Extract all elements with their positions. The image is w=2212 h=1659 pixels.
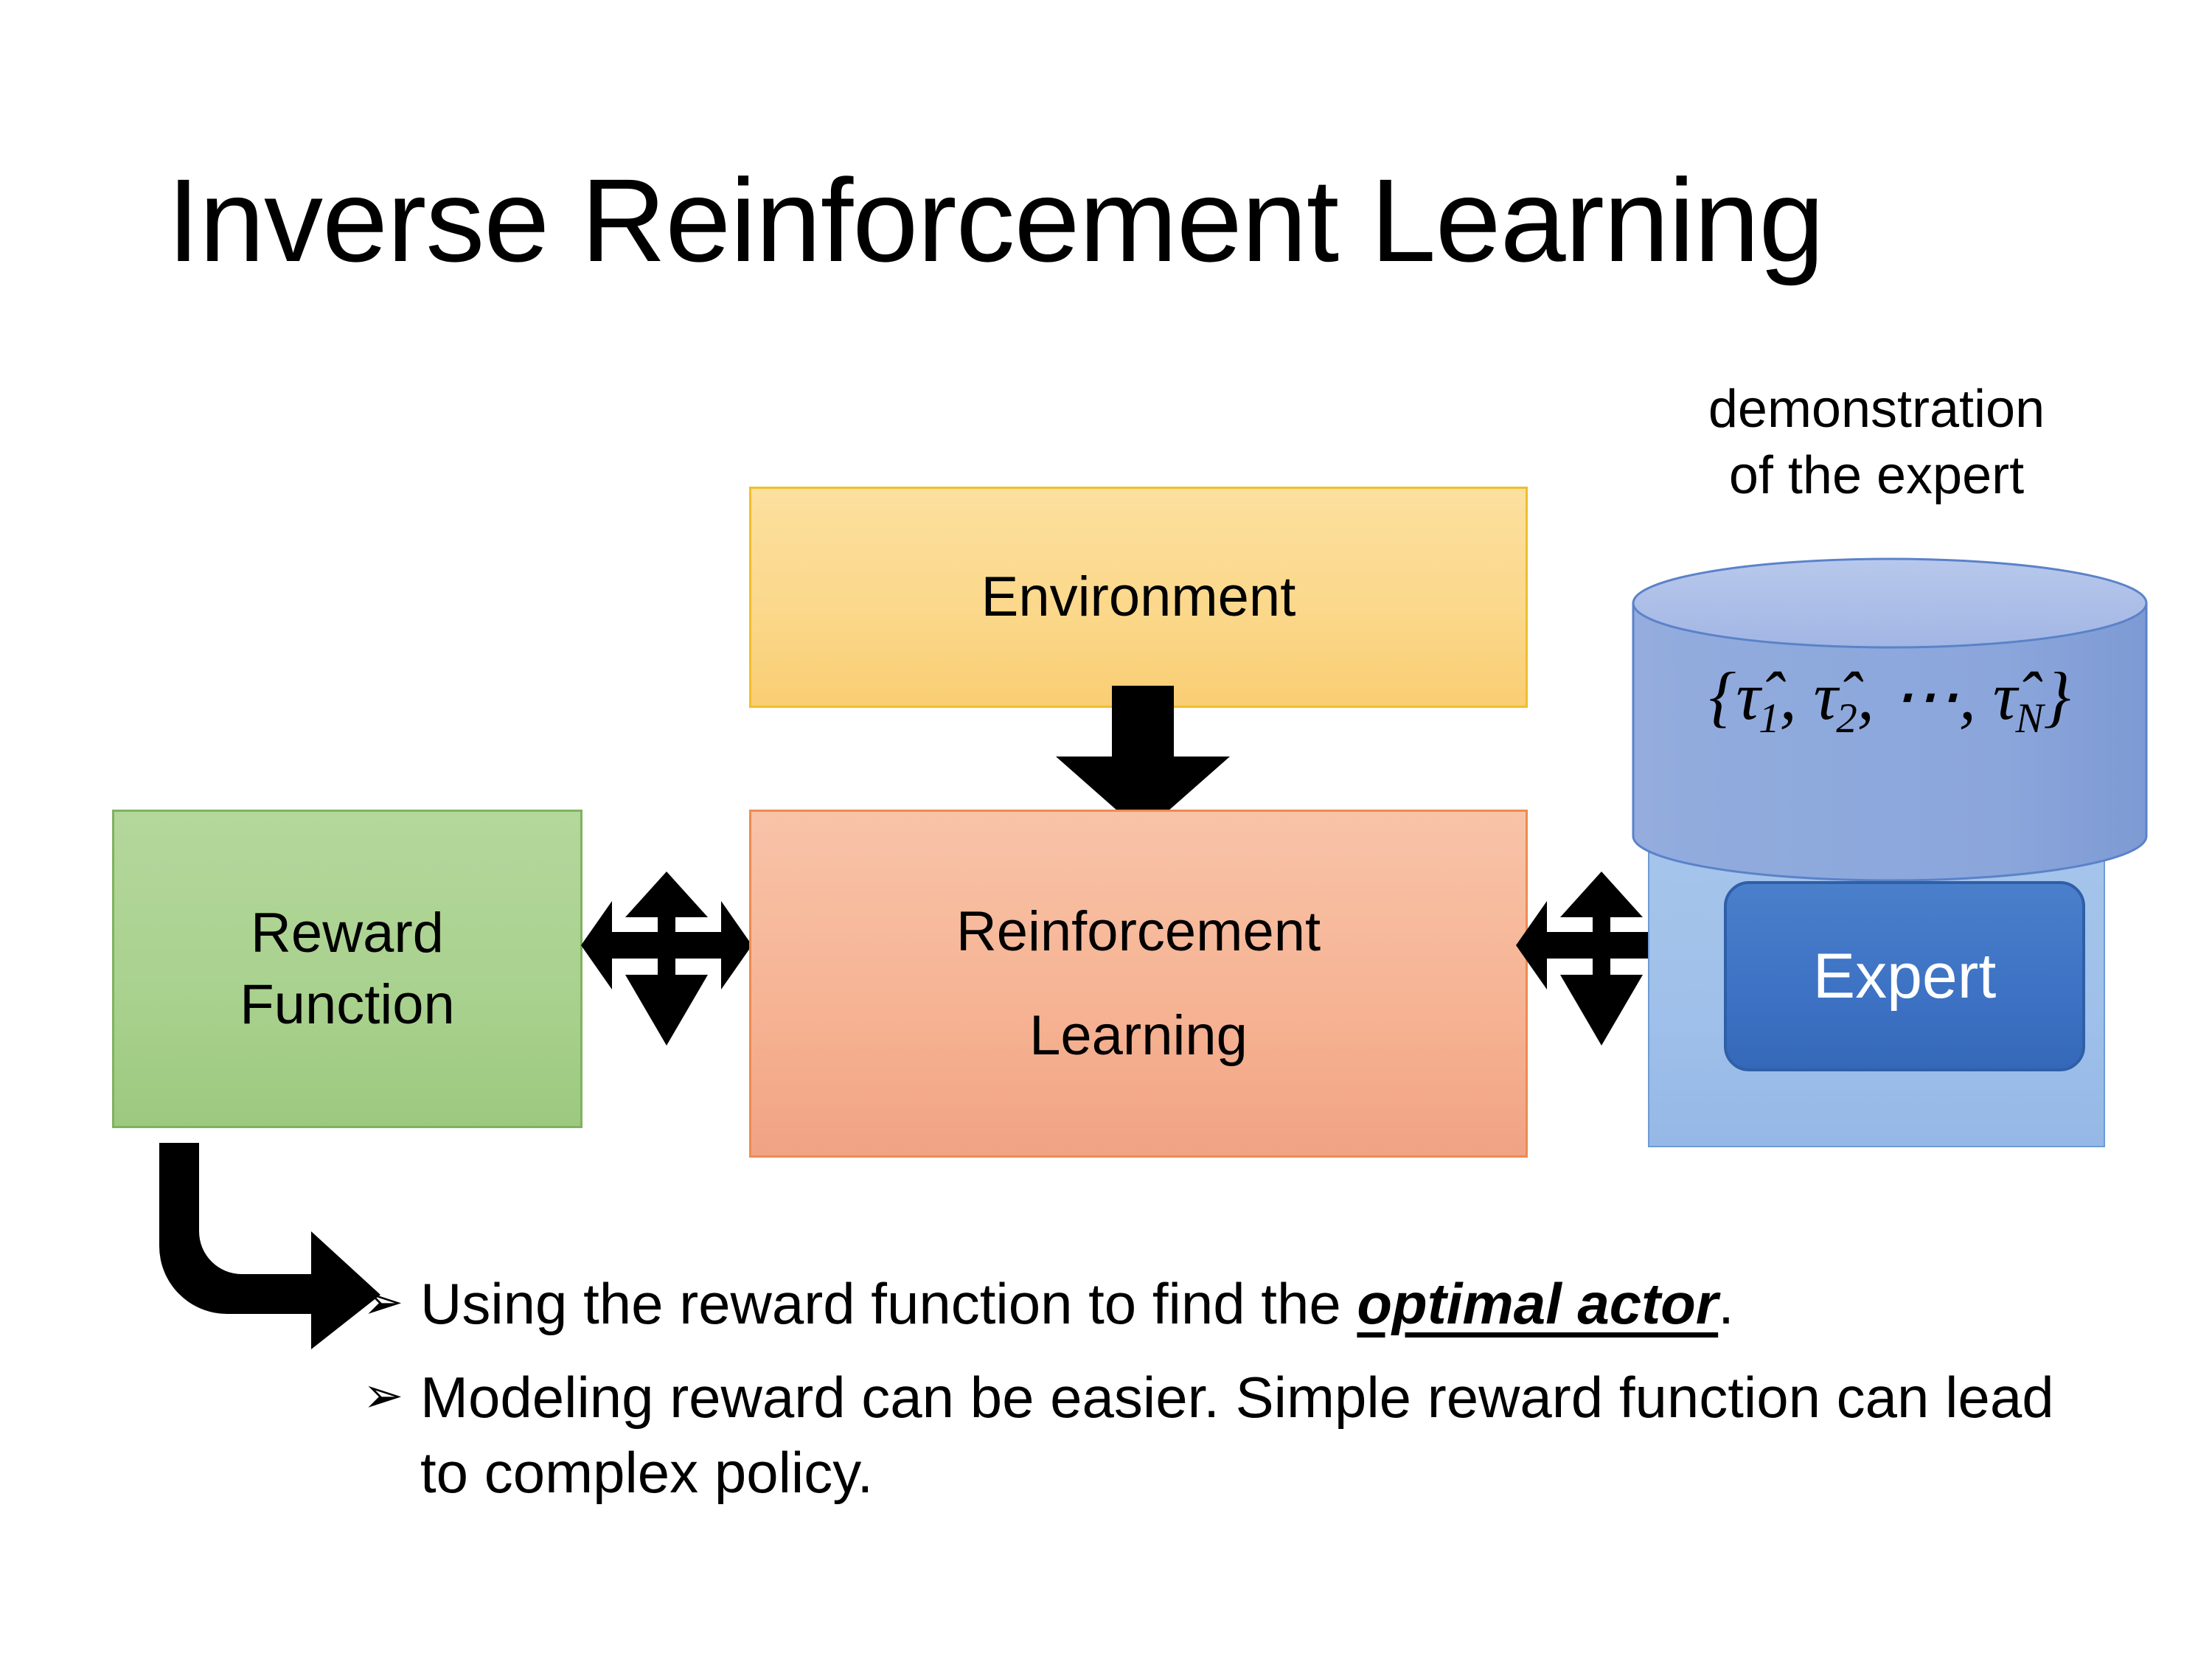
demonstration-caption: demonstration of the expert — [1648, 376, 2105, 509]
bullet-marker-icon: ➢ — [363, 1368, 404, 1423]
bullet-1-prefix: Using the reward function to find the — [420, 1271, 1357, 1336]
bullet-marker-icon: ➢ — [363, 1274, 404, 1329]
formula-open-brace: { — [1708, 658, 1736, 734]
reinforcement-learning-label-line1: Reinforcement — [956, 900, 1321, 963]
formula-sub-n: N — [2015, 695, 2044, 742]
reward-function-box: Reward Function — [112, 810, 582, 1128]
formula-tau-n: τ̂ — [1992, 658, 2017, 734]
list-item: ➢ Modeling reward can be easier. Simple … — [363, 1360, 2118, 1510]
bullet-2-prefix: Modeling reward can be easier. Simple re… — [420, 1365, 2054, 1505]
formula-sub-1: 1 — [1759, 695, 1780, 742]
formula-comma-2: , — [1857, 658, 1874, 734]
formula-sub-2: 2 — [1836, 695, 1857, 742]
elbow-arrow-icon — [159, 1143, 380, 1349]
formula-tau-2: τ̂ — [1813, 658, 1838, 734]
reinforcement-learning-label-line2: Learning — [1029, 1004, 1248, 1067]
formula-close-brace: } — [2043, 658, 2071, 734]
formula-comma-3: , — [1958, 658, 1976, 734]
bullet-text-1: Using the reward function to find the op… — [420, 1267, 2118, 1341]
formula-ellipsis: ⋯ — [1891, 658, 1959, 734]
environment-box: Environment — [749, 487, 1528, 708]
expert-chip: Expert — [1724, 881, 2085, 1071]
rl-label-spacer — [956, 967, 1321, 1000]
page-title: Inverse Reinforcement Learning — [167, 154, 1825, 286]
reward-function-label-line1: Reward — [251, 901, 444, 964]
formula-comma-1: , — [1779, 658, 1797, 734]
quad-arrow-icon — [1516, 872, 1687, 1046]
bullet-text-2: Modeling reward can be easier. Simple re… — [420, 1360, 2118, 1510]
bullet-list: ➢ Using the reward function to find the … — [363, 1267, 2118, 1529]
list-item: ➢ Using the reward function to find the … — [363, 1267, 2118, 1341]
formula-tau-1: τ̂ — [1736, 658, 1761, 734]
bullet-1-suffix: . — [1718, 1271, 1734, 1336]
quad-arrow-icon — [581, 872, 752, 1046]
demonstration-caption-line1: demonstration — [1708, 380, 2045, 439]
bullet-1-emphasis: optimal actor — [1357, 1271, 1719, 1336]
reinforcement-learning-box: Reinforcement Learning — [749, 810, 1528, 1158]
database-cylinder-icon — [1632, 557, 2148, 882]
down-arrow-icon — [1056, 686, 1230, 833]
expert-chip-label: Expert — [1812, 940, 1997, 1012]
demonstration-caption-line2: of the expert — [1728, 446, 2025, 505]
trajectory-set-formula: {τ̂1, τ̂2, ⋯, τ̂N} — [1632, 656, 2148, 742]
reward-function-label-line2: Function — [240, 973, 455, 1036]
environment-box-label: Environment — [981, 566, 1296, 629]
